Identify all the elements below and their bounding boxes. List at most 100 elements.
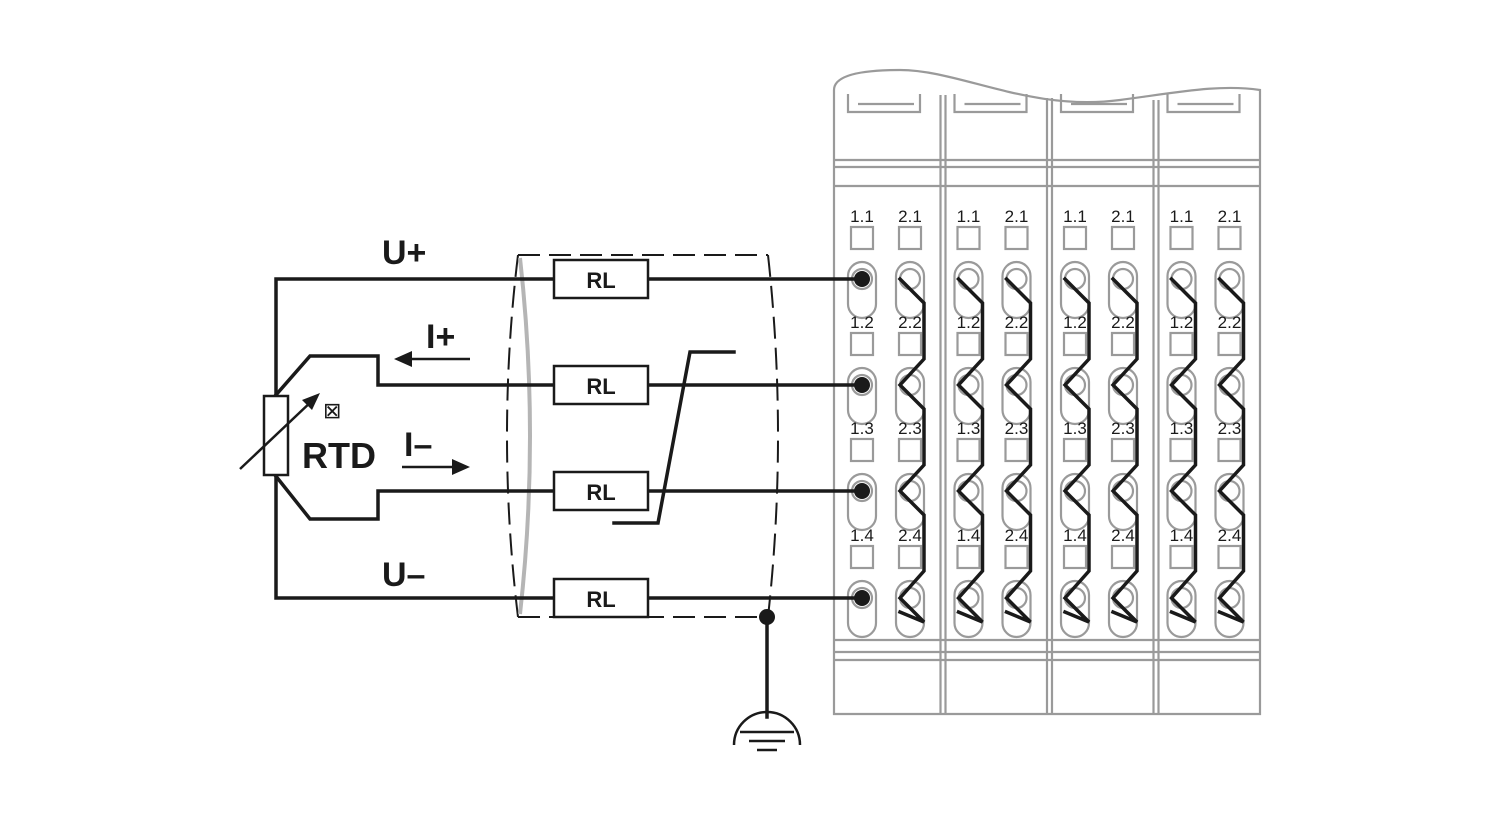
release-button	[1169, 331, 1194, 357]
terminal-label: 1.2	[957, 313, 981, 332]
label-i-minus: I–	[404, 426, 432, 464]
terminal-hole	[1005, 586, 1028, 610]
terminal-hole	[1170, 586, 1193, 610]
release-button	[849, 544, 875, 570]
rl-resistor-2	[552, 364, 650, 406]
terminal-label: 2.4	[1111, 526, 1135, 545]
release-button	[956, 544, 981, 570]
bridge-jumper	[1217, 276, 1246, 624]
terminal-label: 2.4	[1218, 526, 1242, 545]
release-button	[897, 437, 923, 463]
label-rtd: RTD	[302, 435, 376, 476]
shield-end-ring	[518, 257, 532, 615]
terminal-connection-dot	[854, 271, 870, 287]
terminal-label: 1.1	[1063, 207, 1087, 226]
terminal-connection-dot	[854, 377, 870, 393]
terminal-label: 1.1	[1170, 207, 1194, 226]
terminal-hole	[1111, 586, 1135, 610]
terminal-label: 2.3	[898, 419, 922, 438]
terminal-hole	[1111, 479, 1135, 503]
release-button	[1062, 225, 1088, 251]
label-u-plus: U+	[382, 234, 426, 272]
release-button	[1217, 544, 1242, 570]
release-button	[1062, 437, 1088, 463]
terminal-label: 2.1	[1111, 207, 1135, 226]
release-button	[1110, 331, 1136, 357]
line-resistors	[552, 258, 862, 619]
terminal-label: 2.3	[1218, 419, 1242, 438]
rl-label-2: RL	[586, 374, 615, 399]
terminal-hole	[898, 586, 922, 610]
terminal-label: 2.1	[898, 207, 922, 226]
terminal-hole	[1063, 267, 1087, 291]
sensor-wiring	[239, 277, 558, 600]
release-button	[1110, 437, 1136, 463]
terminal-hole	[1005, 373, 1028, 397]
terminal-hole	[1218, 479, 1241, 503]
terminal-label: 1.3	[957, 419, 981, 438]
bridge-jumper	[1062, 276, 1091, 624]
rl-resistor-1	[552, 258, 650, 300]
terminal-label: 2.4	[898, 526, 922, 545]
terminal-hole	[898, 373, 922, 397]
terminal-hole	[1218, 586, 1241, 610]
rl-label-1: RL	[586, 268, 615, 293]
bridge-jumper	[897, 276, 926, 624]
terminal-label: 1.2	[1170, 313, 1194, 332]
release-button	[1004, 331, 1029, 357]
bridge-jumper	[1169, 276, 1198, 624]
release-button	[1004, 225, 1029, 251]
variable-arrow-icon	[302, 393, 320, 410]
terminal-hole	[1170, 479, 1193, 503]
cable-shield	[506, 254, 779, 618]
release-button	[1169, 544, 1194, 570]
terminal-hole	[1063, 479, 1087, 503]
terminal-hole	[1218, 373, 1241, 397]
sensor-symbol-icon: ⊠	[323, 399, 341, 424]
terminal-label: 1.1	[957, 207, 981, 226]
module-latch	[846, 94, 922, 114]
rl-resistor-3	[552, 470, 650, 512]
ground-arc-icon	[732, 710, 802, 746]
bridge-jumper	[956, 276, 985, 624]
release-button	[897, 331, 923, 357]
terminal-label: 2.2	[898, 313, 922, 332]
terminal-label: 2.3	[1005, 419, 1029, 438]
terminal-hole	[1063, 586, 1087, 610]
terminal-label: 1.4	[957, 526, 981, 545]
release-button	[849, 437, 875, 463]
terminal-label: 2.4	[1005, 526, 1029, 545]
terminal-hole	[1111, 267, 1135, 291]
release-button	[1217, 331, 1242, 357]
ground-connection	[732, 609, 802, 752]
bridge-jumper	[1110, 276, 1139, 624]
terminal-label: 1.3	[850, 419, 874, 438]
terminal-hole	[1218, 267, 1241, 291]
terminal-hole	[1005, 267, 1028, 291]
terminal-label: 1.2	[850, 313, 874, 332]
release-button	[956, 225, 981, 251]
terminal-hole	[957, 373, 980, 397]
release-button	[956, 437, 981, 463]
release-button	[1217, 225, 1242, 251]
terminal-label: 2.1	[1005, 207, 1029, 226]
rl-resistor-4	[552, 577, 650, 619]
bridge-jumper	[1004, 276, 1033, 624]
terminal-label: 1.4	[1170, 526, 1194, 545]
module-latch	[953, 94, 1028, 114]
release-button	[897, 544, 923, 570]
release-button	[1062, 544, 1088, 570]
terminal-hole	[957, 267, 980, 291]
terminal-hole	[898, 267, 922, 291]
terminal-hole	[1005, 479, 1028, 503]
terminal-label: 1.3	[1063, 419, 1087, 438]
terminal-hole	[898, 479, 922, 503]
module-latch	[1059, 94, 1135, 114]
terminal-label: 1.2	[1063, 313, 1087, 332]
terminal-hole	[1063, 373, 1087, 397]
release-button	[897, 225, 923, 251]
terminal-connection-dot	[854, 590, 870, 606]
terminal-label: 2.2	[1111, 313, 1135, 332]
terminal-block-housing	[832, 68, 1262, 716]
